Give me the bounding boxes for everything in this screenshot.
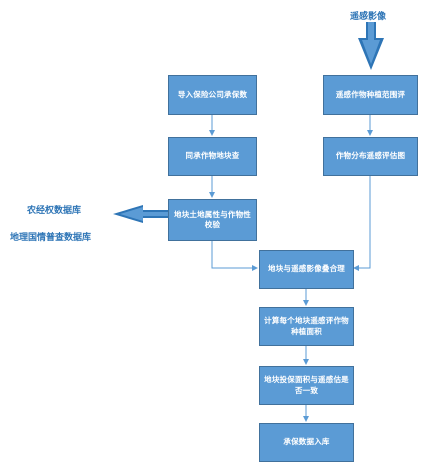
land-rights-db-label: 农经权数据库 — [27, 206, 82, 216]
match-plot-box: 同承作物地块查 — [168, 137, 257, 176]
remote-sensing-image-label: 遥感影像 — [350, 12, 387, 22]
land-survey-db-label: 地理国情普查数据库 — [10, 233, 92, 243]
rs-crop-eval-box: 遥感作物种植范围评 — [323, 75, 418, 115]
arrow-verify-to-overlay — [211, 241, 258, 271]
arrow-dist-to-overlay — [353, 176, 371, 271]
calc-area-box: 计算每个地块遥感评作物种植面积 — [259, 307, 354, 346]
import-policy-box: 导入保险公司承保数 — [168, 75, 257, 115]
store-data-box: 承保数据入库 — [259, 423, 354, 462]
verify-attribute-box: 地块土地属性与作物性校验 — [168, 199, 257, 241]
consistency-box: 地块投保面积与遥感估是否一致 — [259, 366, 354, 405]
crop-distribution-box: 作物分布遥感评估图 — [323, 137, 418, 176]
overlay-box: 地块与遥感影像叠合理 — [259, 250, 354, 289]
